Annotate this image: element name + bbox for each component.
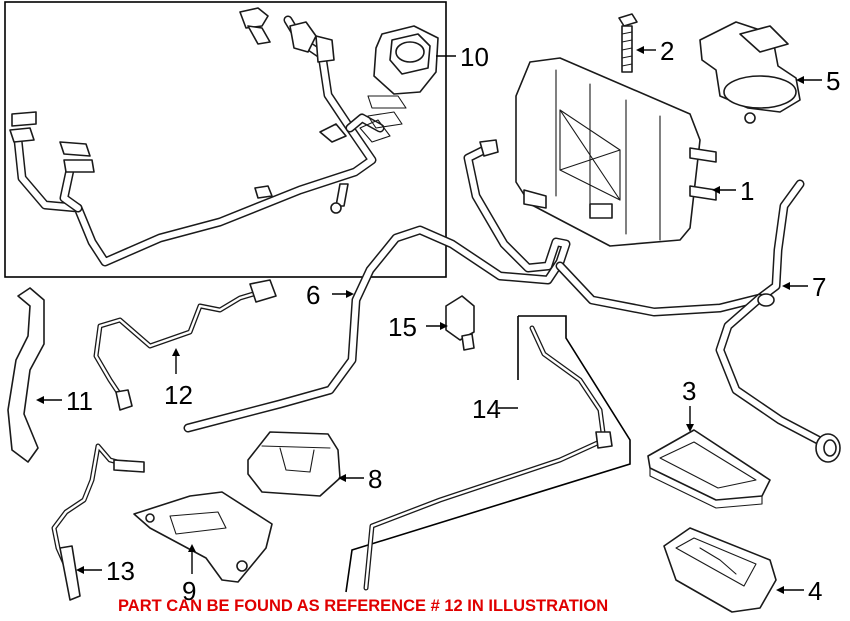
bolt-2: 2: [618, 13, 674, 73]
arrowheads: [36, 46, 804, 594]
callout-13: 13: [106, 556, 135, 586]
inset-group-10: 10: [4, 1, 489, 278]
callout-9: 9: [182, 576, 196, 606]
valve-5: 5: [699, 21, 840, 124]
callout-14: 14: [472, 394, 501, 424]
filter-3: 3: [647, 376, 771, 509]
tube-6: 6: [183, 139, 571, 433]
pipe-group-14: 14: [345, 315, 631, 593]
callout-2: 2: [660, 36, 674, 66]
sensor-12: 12: [93, 279, 277, 411]
module-8: 8: [247, 431, 382, 497]
sensor-15: 15: [388, 295, 475, 351]
callout-5: 5: [826, 66, 840, 96]
callout-11: 11: [66, 386, 93, 416]
purge-valve: [359, 25, 439, 143]
hose-11: 11: [7, 287, 93, 463]
bracket-9: 9: [133, 491, 273, 606]
canister-1: 1: [515, 57, 754, 247]
callout-7: 7: [812, 272, 826, 302]
callout-10: 10: [460, 42, 489, 72]
callout-1: 1: [740, 176, 754, 206]
callout-6: 6: [306, 280, 320, 310]
callout-15: 15: [388, 312, 417, 342]
callout-12: 12: [164, 380, 193, 410]
group-bracket-14: [345, 315, 631, 593]
callout-8: 8: [368, 464, 382, 494]
inset-frame: [4, 1, 447, 278]
callout-3: 3: [682, 376, 696, 406]
vapor-pipe-assembly: [9, 7, 385, 267]
housing-4: 4: [663, 527, 822, 613]
sensor-13: 13: [51, 443, 145, 601]
reference-note: PART CAN BE FOUND AS REFERENCE # 12 IN I…: [118, 597, 608, 615]
callout-4: 4: [808, 576, 822, 606]
tube-7: 7: [555, 179, 841, 463]
